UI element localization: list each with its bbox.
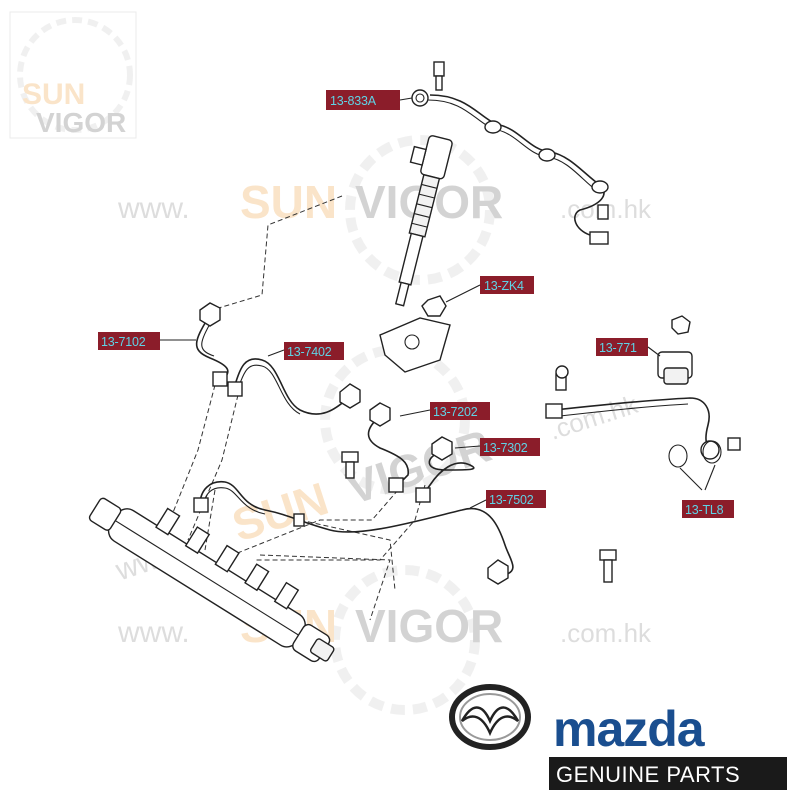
svg-text:13-7102: 13-7102 xyxy=(101,335,146,349)
bolt-icon xyxy=(599,549,617,583)
svg-text:13-771: 13-771 xyxy=(599,341,637,355)
pipe-13-7402 xyxy=(227,358,361,415)
genuine-parts-banner xyxy=(549,757,787,790)
o-ring-icon xyxy=(668,444,688,468)
fuel-rail xyxy=(88,497,335,663)
svg-text:13-833A: 13-833A xyxy=(330,94,377,108)
part-label-13-7502[interactable]: 13-7502 xyxy=(486,490,546,508)
watermark: SUN VIGOR www. SUN VIGOR .com.hk www. SU… xyxy=(9,11,652,715)
watermark-brand-sun: SUN xyxy=(240,176,337,228)
part-label-13-7302[interactable]: 13-7302 xyxy=(480,438,540,456)
corner-watermark-frame xyxy=(9,11,137,139)
watermark-line-top: www. SUN VIGOR .com.hk xyxy=(117,176,652,228)
mazda-logo-icon xyxy=(449,684,531,750)
watermark-line-bottom: www. SUN VIGOR .com.hk xyxy=(117,600,652,652)
svg-text:13-7502: 13-7502 xyxy=(489,493,534,507)
pipe-13-7302 xyxy=(415,436,475,503)
pipe-13-7502 xyxy=(193,480,514,585)
genuine-parts-tagline: GENUINE PARTS xyxy=(556,762,740,787)
watermark-brand-sun: SUN xyxy=(226,472,334,551)
nut-icon xyxy=(671,315,691,335)
watermark-gear-icon xyxy=(330,565,480,715)
pressure-pipe xyxy=(545,365,741,491)
svg-text:13-7402: 13-7402 xyxy=(287,345,332,359)
watermark-gear-icon xyxy=(345,135,495,285)
injector-clamp xyxy=(379,295,451,373)
nut-icon xyxy=(421,295,447,317)
part-label-13-7102[interactable]: 13-7102 xyxy=(98,332,160,350)
corner-watermark-sun: SUN xyxy=(22,78,85,111)
part-label-13-7402[interactable]: 13-7402 xyxy=(284,342,344,360)
bolt-icon xyxy=(341,451,359,479)
pipe-13-7202 xyxy=(367,402,409,493)
leak-off-pipe xyxy=(411,61,609,245)
watermark-brand-vigor: VIGOR xyxy=(355,600,503,652)
part-label-13-833A[interactable]: 13-833A xyxy=(326,90,400,110)
loose-bolts xyxy=(341,451,617,583)
bolt-icon xyxy=(727,437,741,451)
svg-text:13-7302: 13-7302 xyxy=(483,441,528,455)
watermark-url-prefix: www. xyxy=(117,192,190,225)
mazda-wordmark: mazda xyxy=(553,701,706,757)
pressure-sensor xyxy=(657,315,693,385)
svg-text:13-7202: 13-7202 xyxy=(433,405,478,419)
svg-text:13-ZK4: 13-ZK4 xyxy=(484,279,524,293)
watermark-url-suffix: .com.hk xyxy=(560,618,652,648)
part-label-13-TL8[interactable]: 13-TL8 xyxy=(682,500,734,518)
part-label-13-771[interactable]: 13-771 xyxy=(596,338,648,356)
svg-text:13-TL8: 13-TL8 xyxy=(685,503,724,517)
part-label-13-ZK4[interactable]: 13-ZK4 xyxy=(480,276,534,294)
o-ring-icon xyxy=(702,440,722,464)
washer-clip-icon xyxy=(411,89,429,107)
injector xyxy=(394,135,453,307)
corner-watermark-vigor: VIGOR xyxy=(36,107,126,138)
part-label-13-7202[interactable]: 13-7202 xyxy=(430,402,490,420)
corner-watermark-gear-icon xyxy=(17,17,133,133)
watermark-url-prefix: www. xyxy=(117,616,190,649)
pipe-13-7102 xyxy=(195,302,229,387)
